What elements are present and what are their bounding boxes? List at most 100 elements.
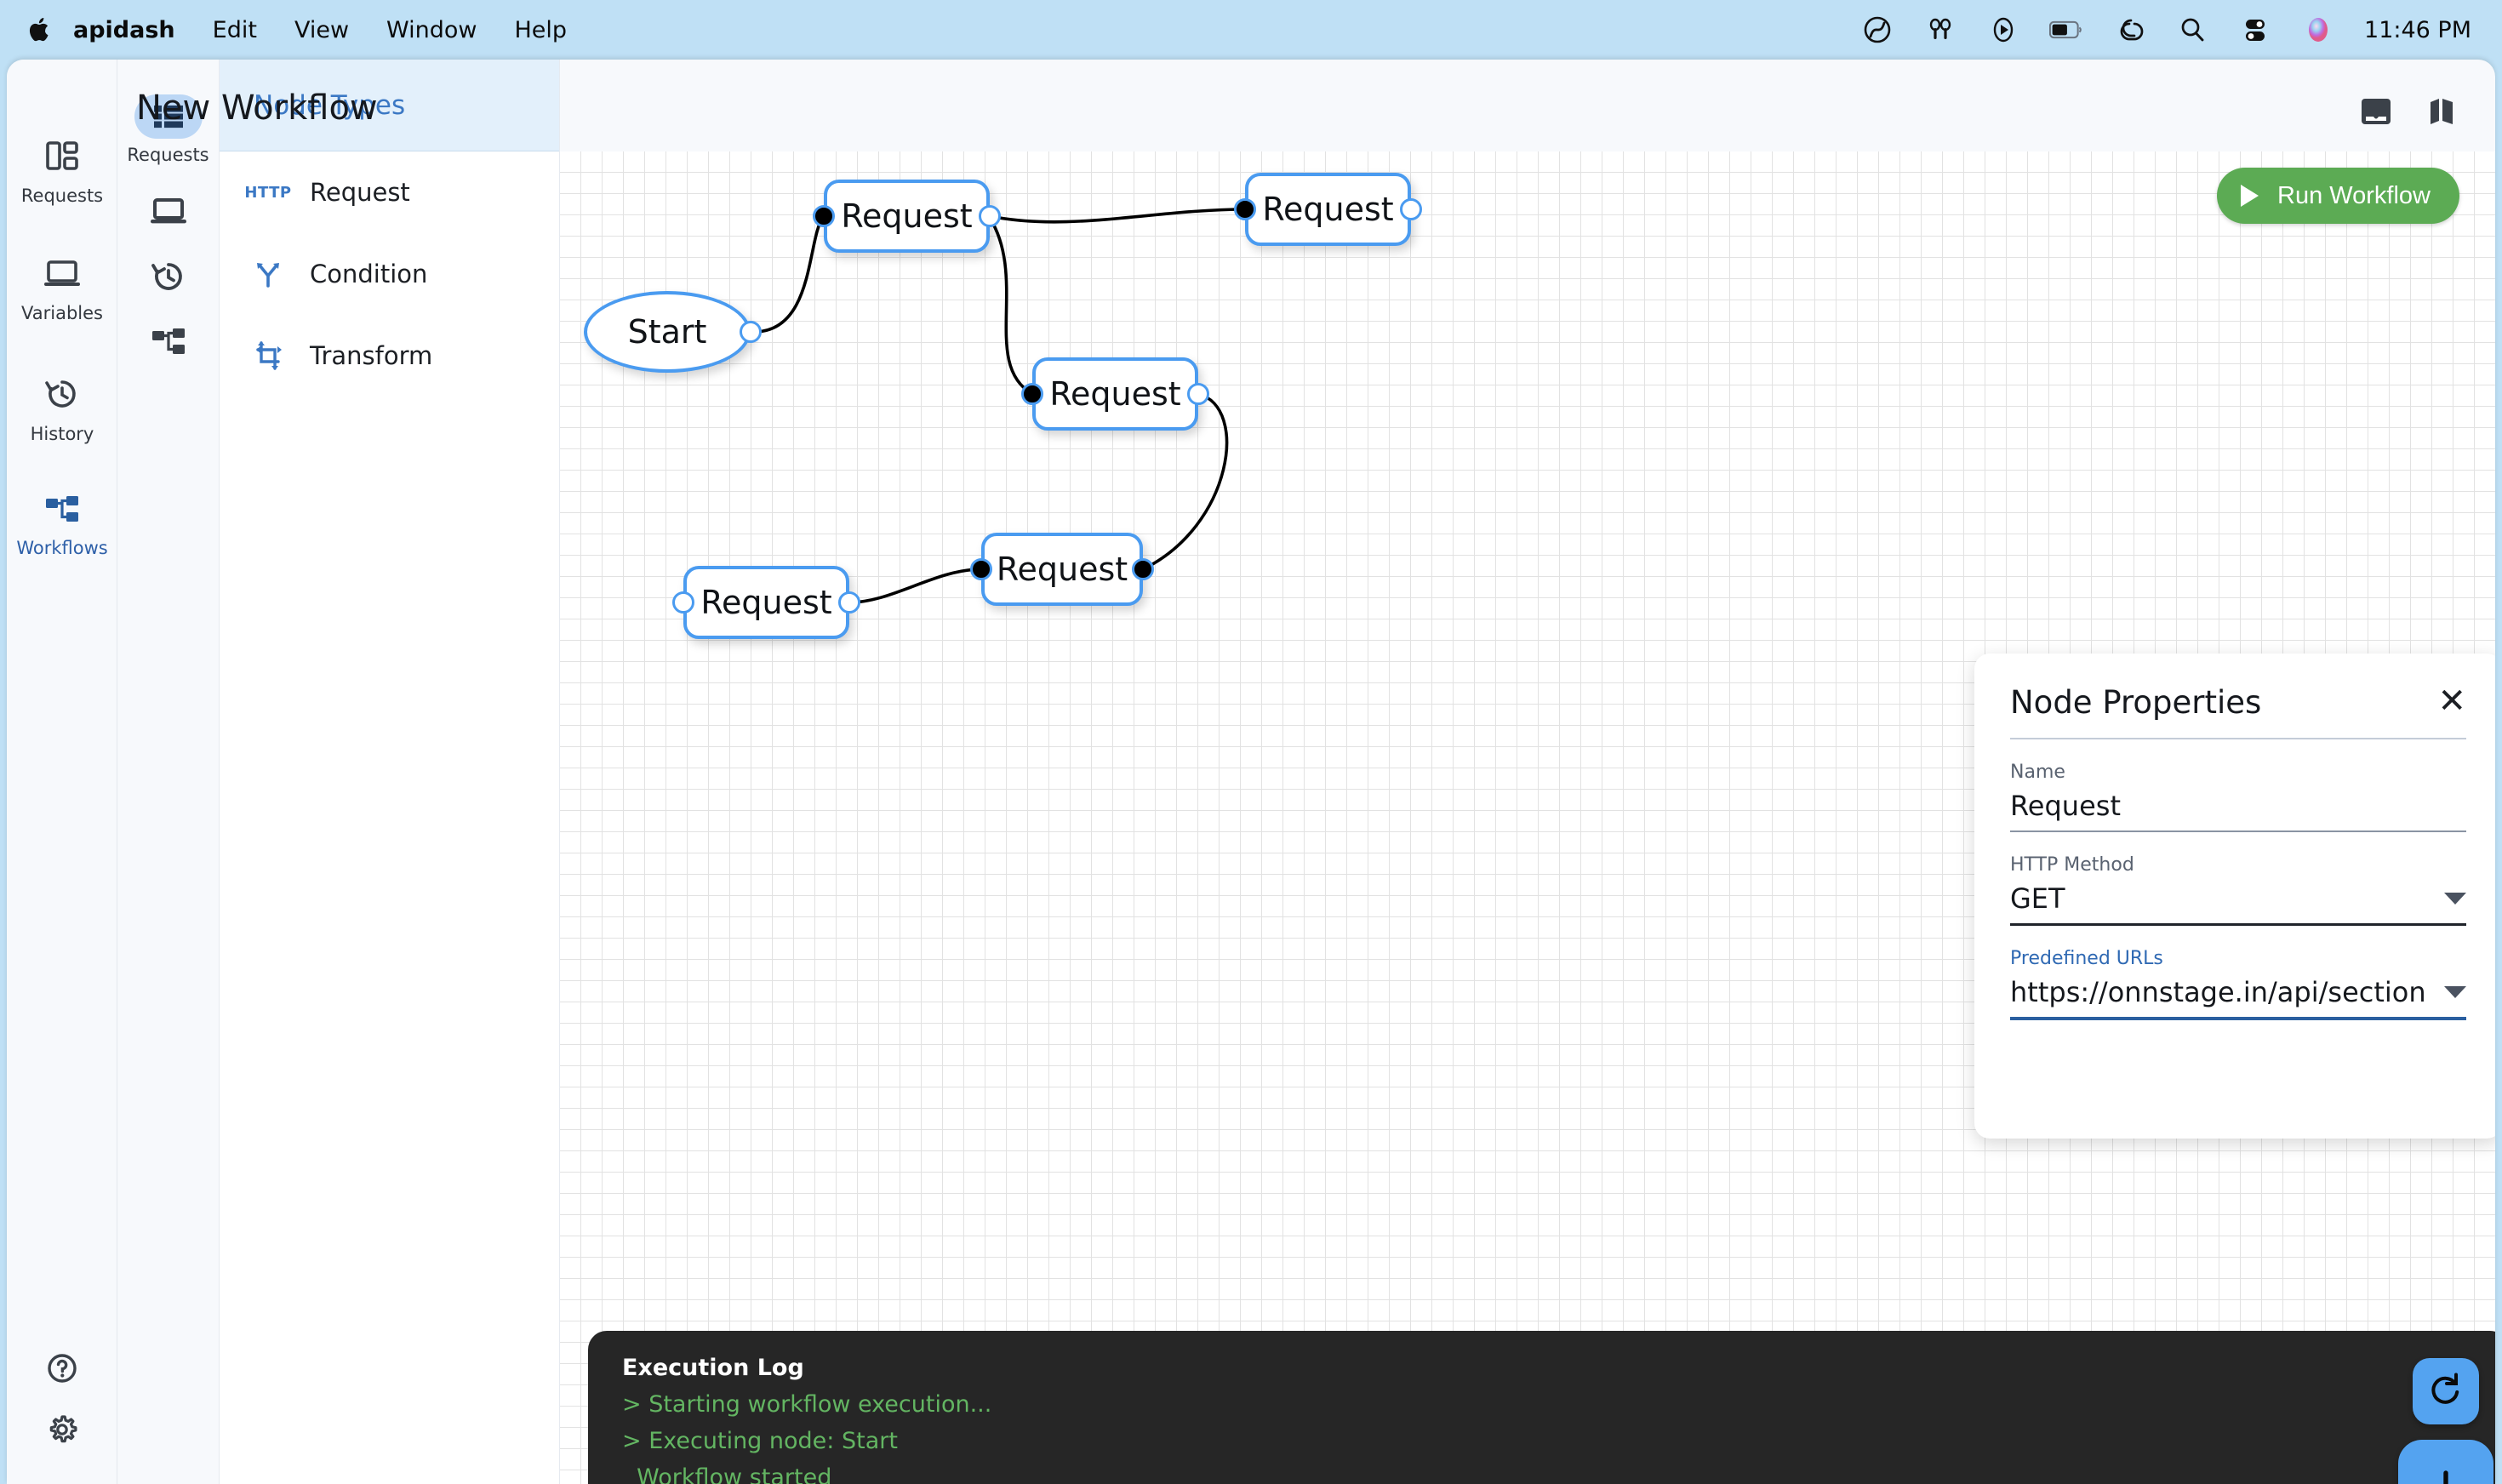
execution-log-line: > Executing node: Start: [622, 1428, 898, 1454]
workflow-canvas[interactable]: Start Request Request Request: [560, 151, 2495, 1484]
node-output-port[interactable]: [1400, 198, 1422, 220]
node-output-port[interactable]: [1132, 558, 1154, 580]
menu-item-view[interactable]: View: [294, 16, 350, 43]
sidebar-item-history[interactable]: History: [7, 374, 117, 444]
strip-button-history[interactable]: [117, 243, 220, 310]
strip-button-workflows[interactable]: [117, 310, 220, 376]
run-workflow-label: Run Workflow: [2277, 181, 2431, 209]
field-name: Name Request: [2010, 762, 2466, 832]
edge-start-to-request-top: [753, 214, 825, 334]
chevron-down-icon: [2444, 893, 2466, 905]
strip-button-variables[interactable]: [117, 177, 220, 243]
node-properties-title: Node Properties: [2010, 684, 2262, 721]
menu-item-edit[interactable]: Edit: [212, 16, 257, 43]
node-output-port[interactable]: [979, 205, 1001, 227]
laptop-icon: [134, 188, 203, 232]
field-underline: [2010, 923, 2466, 926]
field-predefined-urls: Predefined URLs https://onnstage.in/api/…: [2010, 948, 2466, 1020]
menu-item-help[interactable]: Help: [514, 16, 568, 43]
node-input-port[interactable]: [1021, 383, 1043, 405]
history-clock-icon: [43, 374, 82, 417]
node-output-port[interactable]: [1187, 383, 1209, 405]
branch-fork-icon: [250, 259, 286, 289]
node-types-header: Node Types: [220, 60, 559, 151]
page-title: New Workflow: [136, 88, 378, 128]
menu-bar-status-area: 11:46 PM: [1860, 13, 2502, 47]
node-type-request[interactable]: HTTP Request: [220, 151, 559, 233]
control-center-icon[interactable]: [2238, 13, 2272, 47]
workflow-node-start[interactable]: Start: [584, 291, 762, 373]
gear-icon[interactable]: [44, 1399, 80, 1460]
node-type-condition[interactable]: Condition: [220, 233, 559, 315]
edge-request-top-to-request-mid: [988, 217, 1033, 396]
close-icon[interactable]: ✕: [2437, 682, 2466, 721]
node-output-port[interactable]: [740, 321, 762, 343]
node-input-port[interactable]: [813, 205, 835, 227]
workflow-node-request-mid[interactable]: Request: [1021, 357, 1209, 431]
app-window: Requests Variables History Workflows: [7, 60, 2495, 1484]
node-types-panel: Node Types HTTP Request Condition Transf…: [220, 60, 560, 1484]
workflow-node-request-top[interactable]: Request: [813, 180, 1001, 253]
battery-icon[interactable]: [2049, 13, 2083, 47]
field-underline: [2010, 830, 2466, 832]
node-output-port[interactable]: [838, 591, 860, 614]
execution-log-title: Execution Log: [622, 1355, 804, 1381]
node-type-label: Condition: [310, 260, 428, 288]
airpods-icon[interactable]: [1923, 13, 1957, 47]
workflow-node-request-bottom[interactable]: Request: [970, 533, 1154, 606]
panel-bottom-icon[interactable]: [2359, 95, 2393, 131]
map-icon[interactable]: [2427, 95, 2458, 131]
workflow-icon-strip: Requests: [117, 60, 220, 1484]
sidebar-item-label: Workflows: [16, 538, 108, 558]
edge-request-top-to-request-topright: [989, 208, 1246, 224]
node-input-port[interactable]: [970, 558, 992, 580]
node-label: Request: [700, 584, 832, 621]
workflow-node-request-topright[interactable]: Request: [1234, 173, 1422, 246]
refresh-button[interactable]: [2413, 1358, 2479, 1424]
http-text-icon: HTTP: [244, 184, 291, 202]
name-field-value[interactable]: Request: [2010, 790, 2121, 822]
history-clock-icon: [134, 254, 203, 299]
link-chain-icon[interactable]: [2112, 13, 2146, 47]
divider: [2010, 738, 2466, 739]
field-underline: [2010, 1017, 2466, 1020]
play-triangle-icon: [2241, 185, 2259, 207]
menu-bar-clock[interactable]: 11:46 PM: [2364, 16, 2471, 43]
execution-log-panel: Execution Log > Starting workflow execut…: [588, 1331, 2495, 1484]
sidebar-item-variables[interactable]: Variables: [7, 255, 117, 323]
main-sidebar: Requests Variables History Workflows: [7, 60, 117, 1484]
node-input-port[interactable]: [672, 591, 694, 614]
predefined-urls-select[interactable]: https://onnstage.in/api/section: [2010, 976, 2466, 1008]
workflow-node-request-bottomleft[interactable]: Request: [672, 566, 860, 639]
sidebar-item-requests[interactable]: Requests: [7, 136, 117, 206]
creative-cloud-icon[interactable]: [1860, 13, 1894, 47]
execution-log-line: > Starting workflow execution...: [622, 1391, 992, 1418]
floating-action-buttons: [2398, 1358, 2493, 1484]
node-type-label: Request: [310, 178, 410, 207]
add-node-button[interactable]: [2398, 1440, 2493, 1484]
http-method-select[interactable]: GET: [2010, 882, 2466, 915]
node-label: Request: [996, 551, 1128, 588]
play-circle-icon[interactable]: [1986, 13, 2020, 47]
laptop-icon: [42, 255, 83, 296]
dashboard-icon: [43, 136, 82, 179]
refresh-icon: [2427, 1372, 2465, 1412]
help-circle-icon[interactable]: [44, 1338, 80, 1399]
apple-logo-icon[interactable]: [26, 13, 54, 47]
menu-item-apidash[interactable]: apidash: [73, 16, 175, 43]
sidebar-item-workflows[interactable]: Workflows: [7, 494, 117, 558]
edge-request-bottomleft-to-request-bottom: [848, 568, 980, 604]
node-input-port[interactable]: [1234, 198, 1256, 220]
node-type-label: Transform: [310, 341, 433, 370]
sidebar-bottom-actions: [7, 1338, 117, 1460]
menu-item-window[interactable]: Window: [386, 16, 477, 43]
strip-button-requests[interactable]: [117, 83, 220, 150]
list-table-icon: [134, 94, 203, 139]
search-icon[interactable]: [2175, 13, 2209, 47]
sidebar-item-label: Requests: [20, 186, 104, 206]
field-http-method: HTTP Method GET: [2010, 854, 2466, 926]
node-type-transform[interactable]: Transform: [220, 315, 559, 397]
run-workflow-button[interactable]: Run Workflow: [2217, 168, 2459, 224]
sidebar-item-label: History: [30, 424, 94, 444]
siri-icon[interactable]: [2301, 13, 2335, 47]
